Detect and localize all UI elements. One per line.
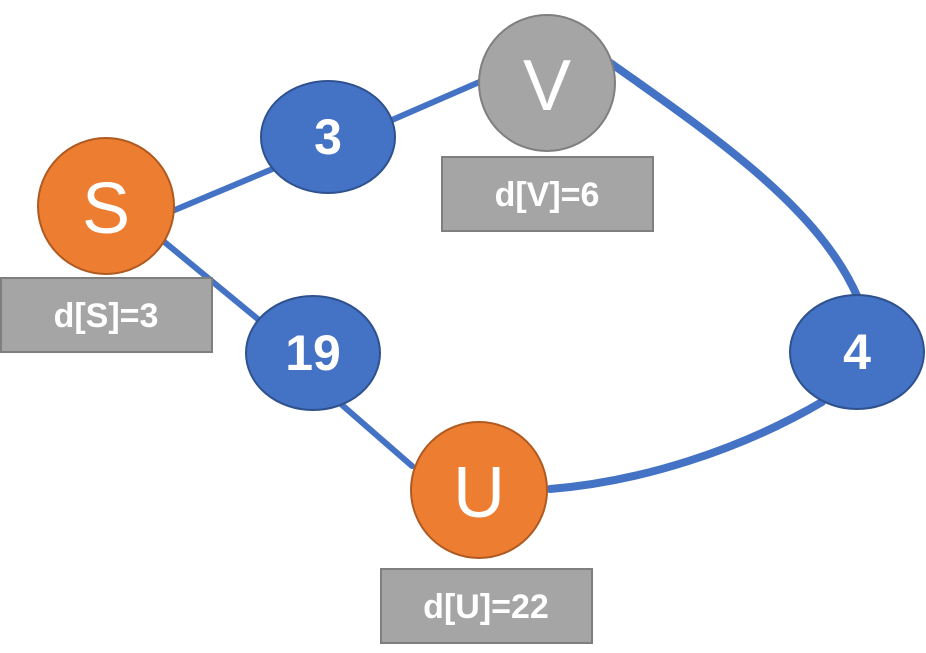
weight-node-19-label: 19 bbox=[285, 325, 341, 381]
edge-weight-3-to-v bbox=[389, 77, 487, 123]
vertex-v: V bbox=[478, 14, 616, 152]
edge-s-to-weight-19 bbox=[159, 237, 268, 328]
weight-node-3: 3 bbox=[260, 80, 396, 194]
distance-box-v-shape bbox=[441, 156, 654, 232]
weight-node-3-label: 3 bbox=[314, 109, 342, 165]
edge-weight-4-to-u bbox=[546, 398, 826, 493]
edges bbox=[159, 58, 862, 493]
vertex-s-label: S bbox=[82, 169, 130, 249]
weight-node-4: 4 bbox=[789, 294, 925, 410]
vertex-v-label: V bbox=[523, 46, 571, 126]
distance-box-u: d[U]=22 bbox=[380, 568, 593, 644]
vertex-s: S bbox=[37, 137, 175, 275]
weight-node-19: 19 bbox=[245, 295, 381, 411]
distance-box-s: d[S]=3 bbox=[0, 277, 213, 353]
vertex-s-shape bbox=[37, 137, 175, 275]
distance-box-v-label: d[V]=6 bbox=[495, 176, 600, 214]
vertex-u-shape bbox=[410, 421, 548, 559]
vertex-u: U bbox=[410, 421, 548, 559]
weight-node-4-shape bbox=[789, 294, 925, 410]
weight-node-4-label: 4 bbox=[843, 324, 871, 380]
edge-v-to-weight-4 bbox=[605, 58, 862, 302]
distance-box-u-shape bbox=[380, 568, 593, 644]
weight-node-19-shape bbox=[245, 295, 381, 411]
distance-box-s-label: d[S]=3 bbox=[54, 297, 159, 335]
distance-box-s-shape bbox=[0, 277, 213, 353]
distance-box-v: d[V]=6 bbox=[441, 156, 654, 232]
distance-box-u-label: d[U]=22 bbox=[423, 588, 549, 626]
vertex-u-label: U bbox=[453, 453, 505, 533]
edge-weight-19-to-u bbox=[339, 402, 415, 469]
edge-s-to-weight-3 bbox=[167, 162, 285, 215]
vertex-v-shape bbox=[478, 14, 616, 152]
weight-node-3-shape bbox=[260, 80, 396, 194]
